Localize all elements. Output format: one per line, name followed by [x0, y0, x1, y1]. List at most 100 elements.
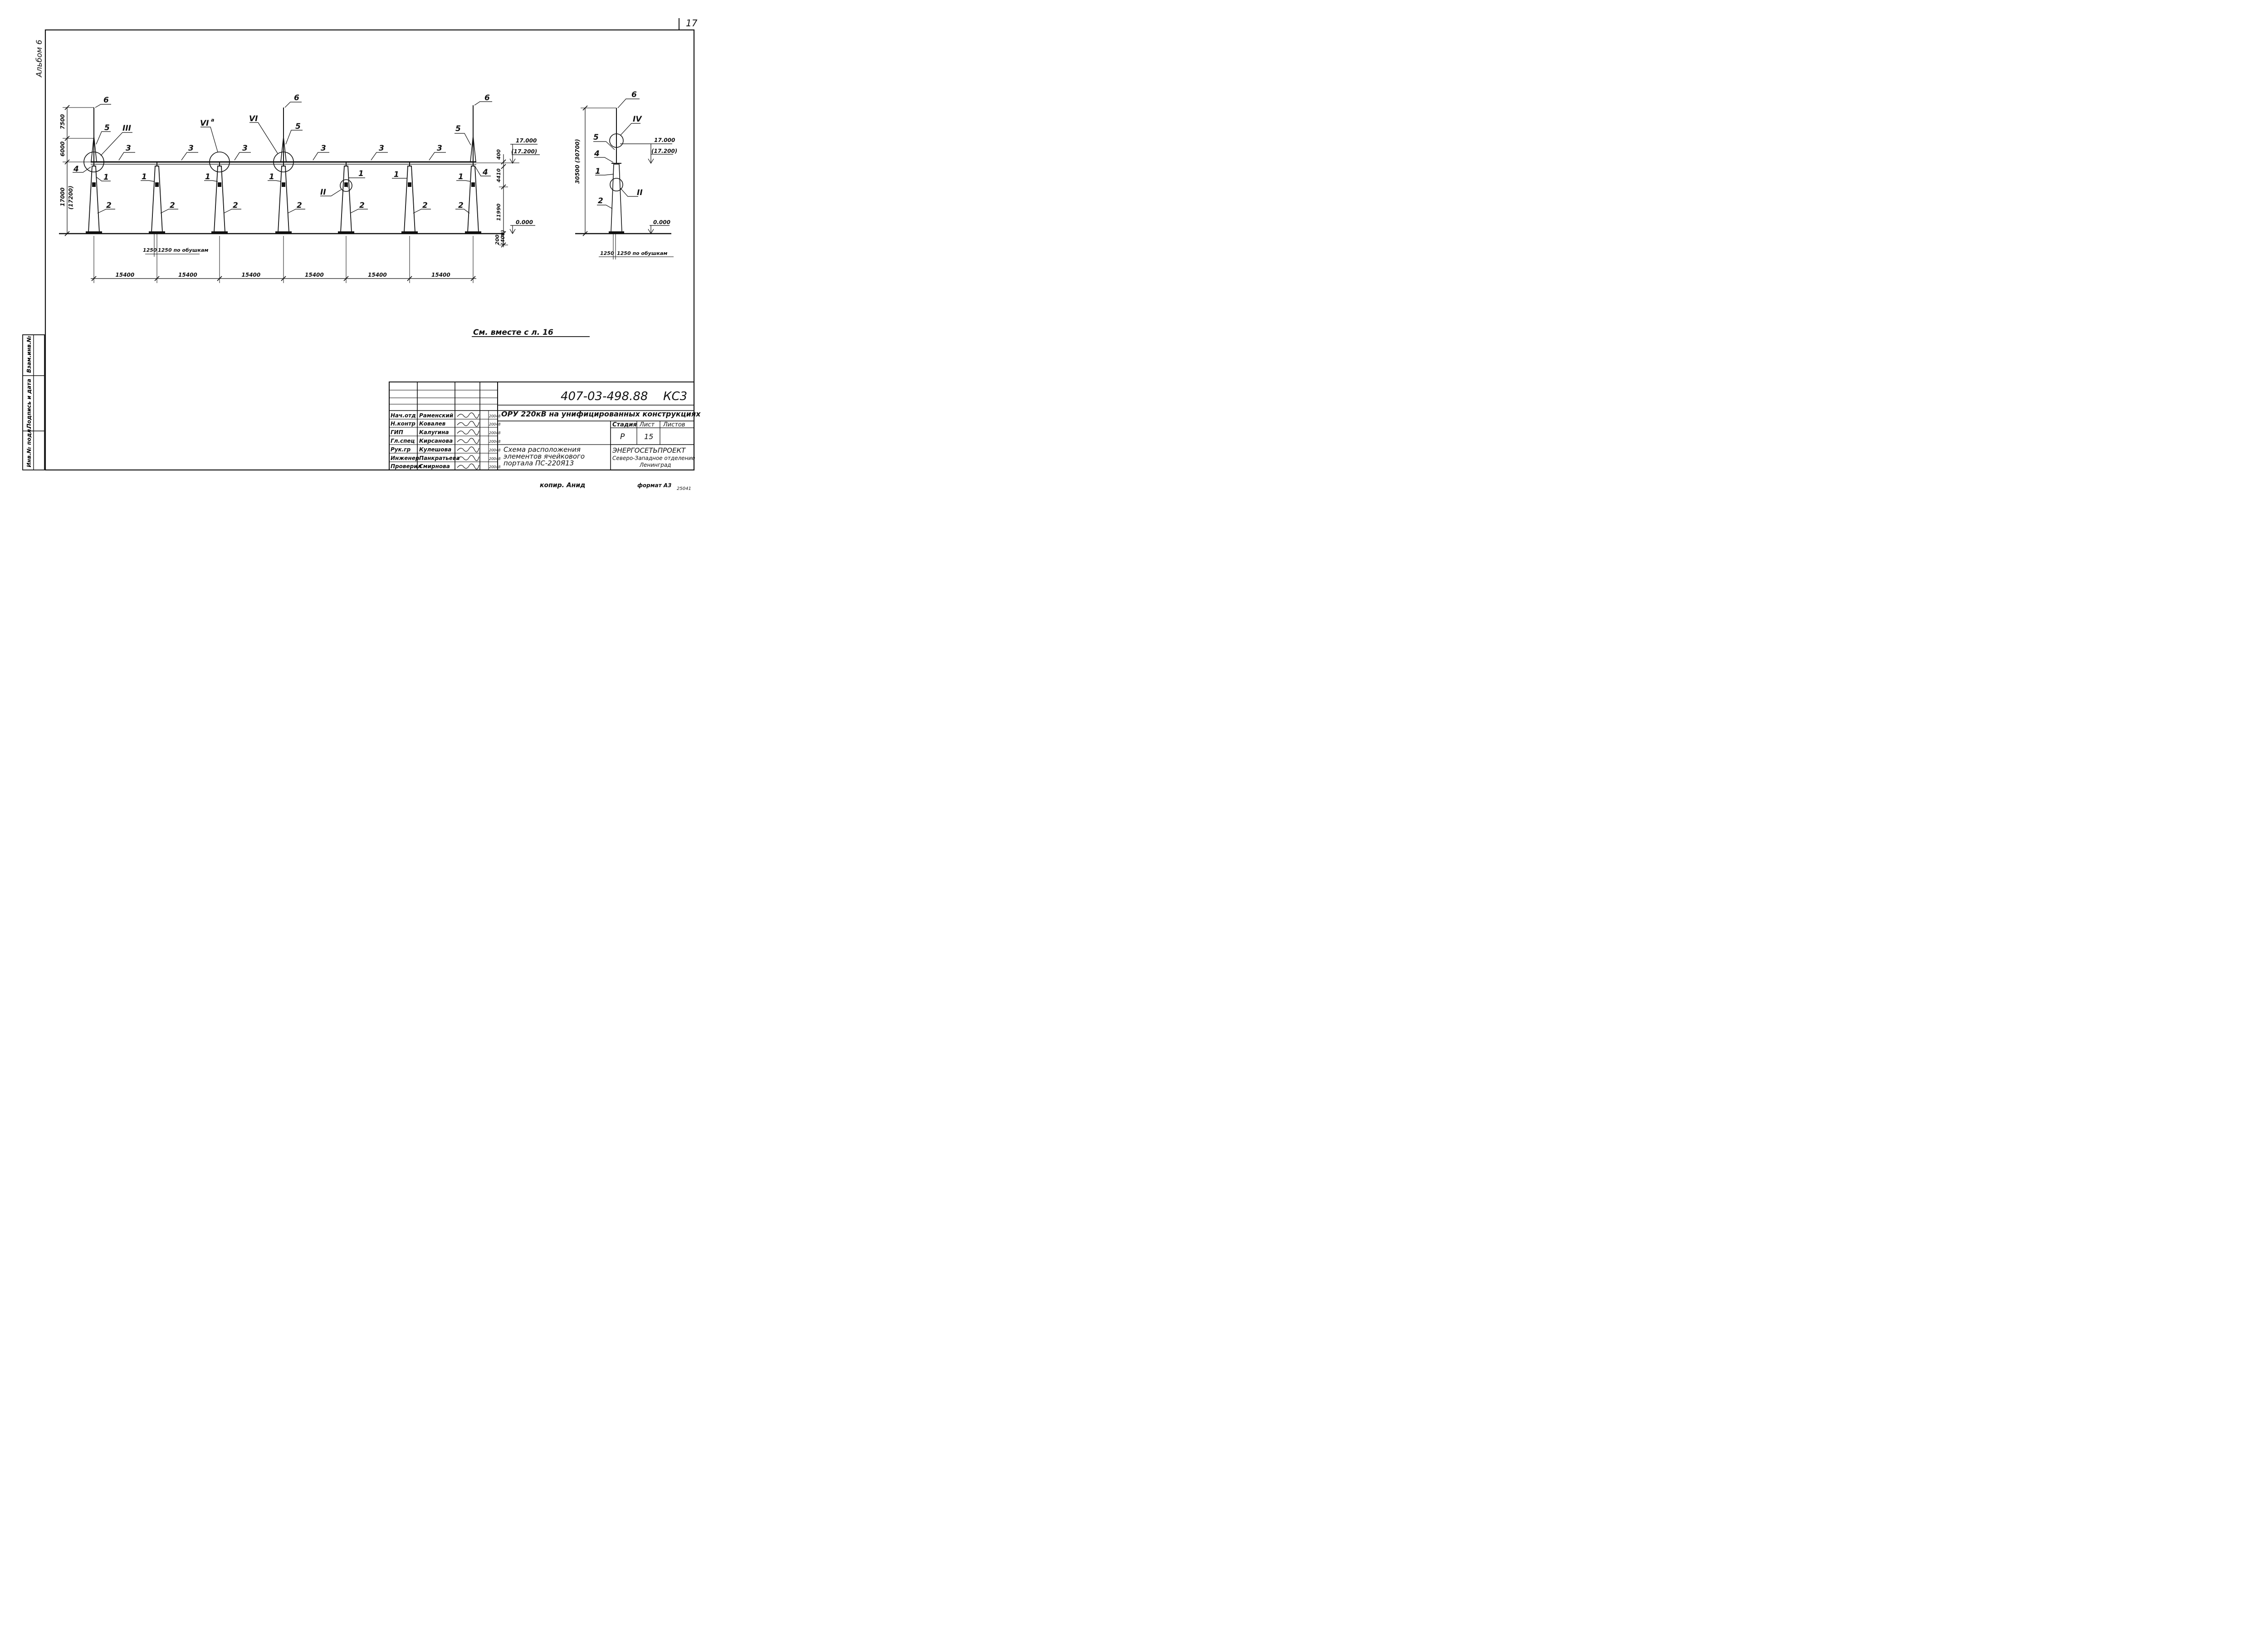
span-tick-3 [217, 276, 222, 281]
drawing-frame [44, 29, 695, 471]
side-view: 30500 (30700) 6 IV 5 4 1 II 2 17.000 (17… [574, 90, 677, 259]
signatory-date: 20048 [489, 465, 500, 469]
callout-detail-II: II [320, 188, 326, 197]
callout-column-4: 1 [269, 172, 274, 181]
callout-base-5: 2 [359, 201, 365, 210]
drawing-canvas: 17 Альбом 6 Инв.№ подл. Подпись и дата В… [22, 18, 701, 491]
signatory-date: 20048 [489, 440, 500, 444]
dim-column-height: 17000 [59, 187, 66, 206]
organization-city: Ленинград [639, 462, 671, 468]
side-height: 30500 (30700) [574, 139, 581, 184]
signatory-role: Гл.спец [391, 438, 415, 444]
elevation-zero: 0.000 [516, 219, 533, 225]
dim-column-height-alt: (17200) [68, 186, 74, 210]
callout-base-1: 2 [106, 201, 112, 210]
portal-column-3 [211, 162, 228, 234]
signature-mark [457, 438, 479, 444]
elevation-top-alt: (17.200) [511, 148, 537, 155]
span-tick-7 [470, 276, 476, 281]
detail-circle-VIa [209, 152, 230, 172]
portal-column-2 [149, 162, 165, 234]
signatory-date: 20048 [489, 448, 500, 452]
side-callout-peak: 5 [593, 133, 599, 142]
stage-value: Р [620, 432, 625, 441]
span-tick-4 [281, 276, 286, 281]
callout-node-left: 4 [73, 165, 79, 174]
copied-by: копир. Анид [540, 482, 585, 489]
side-callout-detail-IV: IV [633, 115, 642, 124]
mast-middle [280, 108, 287, 162]
dim-peak-height: 6000 [59, 142, 66, 157]
side-callout-detail-II: II [637, 188, 643, 197]
side-callout-base: 2 [598, 196, 603, 205]
callout-column-6: 1 [394, 170, 399, 179]
side-callout-mast: 6 [631, 90, 637, 99]
front-view: 6 5 III 4 1 2 3 3 3 3 3 3 VI [59, 93, 540, 283]
signatory-date: 20048 [489, 431, 500, 435]
callout-column-7: 1 [458, 172, 464, 181]
callout-base-3: 2 [233, 201, 238, 210]
callout-base-2: 2 [170, 201, 175, 210]
signatory-role: Нач.отд [391, 412, 416, 419]
left-dimensions: 7500 6000 17000 (17200) [59, 105, 94, 236]
span-label-1: 15400 [116, 272, 135, 278]
dim-foundation-alt: (400) [500, 230, 506, 245]
callout-peak-right: 5 [455, 124, 461, 133]
side-detail-circle-IV [609, 133, 624, 148]
corner-code: 25041 [677, 486, 691, 491]
sheet-header: Лист [639, 421, 655, 428]
callout-beam-3: 3 [242, 144, 248, 153]
project-title: ОРУ 220кВ на унифицированных конструкция… [501, 410, 701, 418]
callout-base-6: 2 [422, 201, 428, 210]
side-detail-circle-II [610, 178, 623, 191]
callout-detail-III: III [122, 124, 131, 133]
callout-beam-6: 3 [437, 144, 442, 153]
callout-column-1: 1 [103, 173, 109, 182]
callout-mast-right: 6 [484, 93, 490, 103]
dim-lower-column: 11990 [496, 203, 502, 221]
mast-left [91, 108, 97, 162]
callout-mast-middle: 6 [294, 93, 299, 103]
signature-mark [457, 421, 479, 427]
portal-column-1 [86, 162, 102, 234]
signature-mark [457, 463, 479, 470]
album-label: Альбом 6 [35, 39, 44, 78]
base-dim-2: 1250 по обушкам [158, 247, 208, 253]
callout-beam-4: 3 [321, 144, 326, 153]
right-dimensions: 400 4410 11990 200 (400) [494, 149, 508, 248]
signatory-date: 20048 [489, 422, 500, 426]
side-stamp-replacement: Взам.инв.№ [26, 336, 32, 373]
span-label-4: 15400 [305, 272, 324, 278]
callout-node-right: 4 [482, 168, 488, 177]
span-label-2: 15400 [178, 272, 197, 278]
base-dim-1: 1250 [143, 247, 157, 253]
sheet-number: 17 [686, 18, 698, 29]
callout-detail-VIa-sup: а [211, 117, 214, 123]
callout-mast-left: 6 [103, 96, 109, 105]
format-label: формат А3 [637, 482, 671, 489]
callout-base-4: 2 [297, 201, 302, 210]
organization-branch: Северо-Западное отделение [612, 455, 695, 461]
side-base-dim-2: 1250 по обушкам [617, 250, 667, 256]
title-block: 407-03-498.88 КС3 ОРУ 220кВ на унифициро… [389, 382, 701, 470]
detail-circle-II [340, 179, 352, 192]
side-elevation-zero: 0.000 [653, 219, 670, 225]
signature-mark [457, 455, 479, 461]
signatory-date: 20048 [489, 457, 500, 461]
portal-column-6 [401, 162, 418, 234]
side-callout-node: 4 [594, 149, 600, 158]
portal-column-7 [465, 162, 481, 234]
signatory-name: Смирнова [419, 463, 450, 470]
span-label-5: 15400 [368, 272, 387, 278]
callout-beam-2: 3 [188, 144, 194, 153]
signatory-date: 20048 [489, 414, 500, 418]
portal-column-5 [338, 162, 354, 234]
signatory-role: Инженер [391, 455, 420, 461]
callout-beam-5: 3 [379, 144, 384, 153]
callouts: 6 5 III 4 1 2 3 3 3 3 3 3 VI [73, 93, 492, 214]
